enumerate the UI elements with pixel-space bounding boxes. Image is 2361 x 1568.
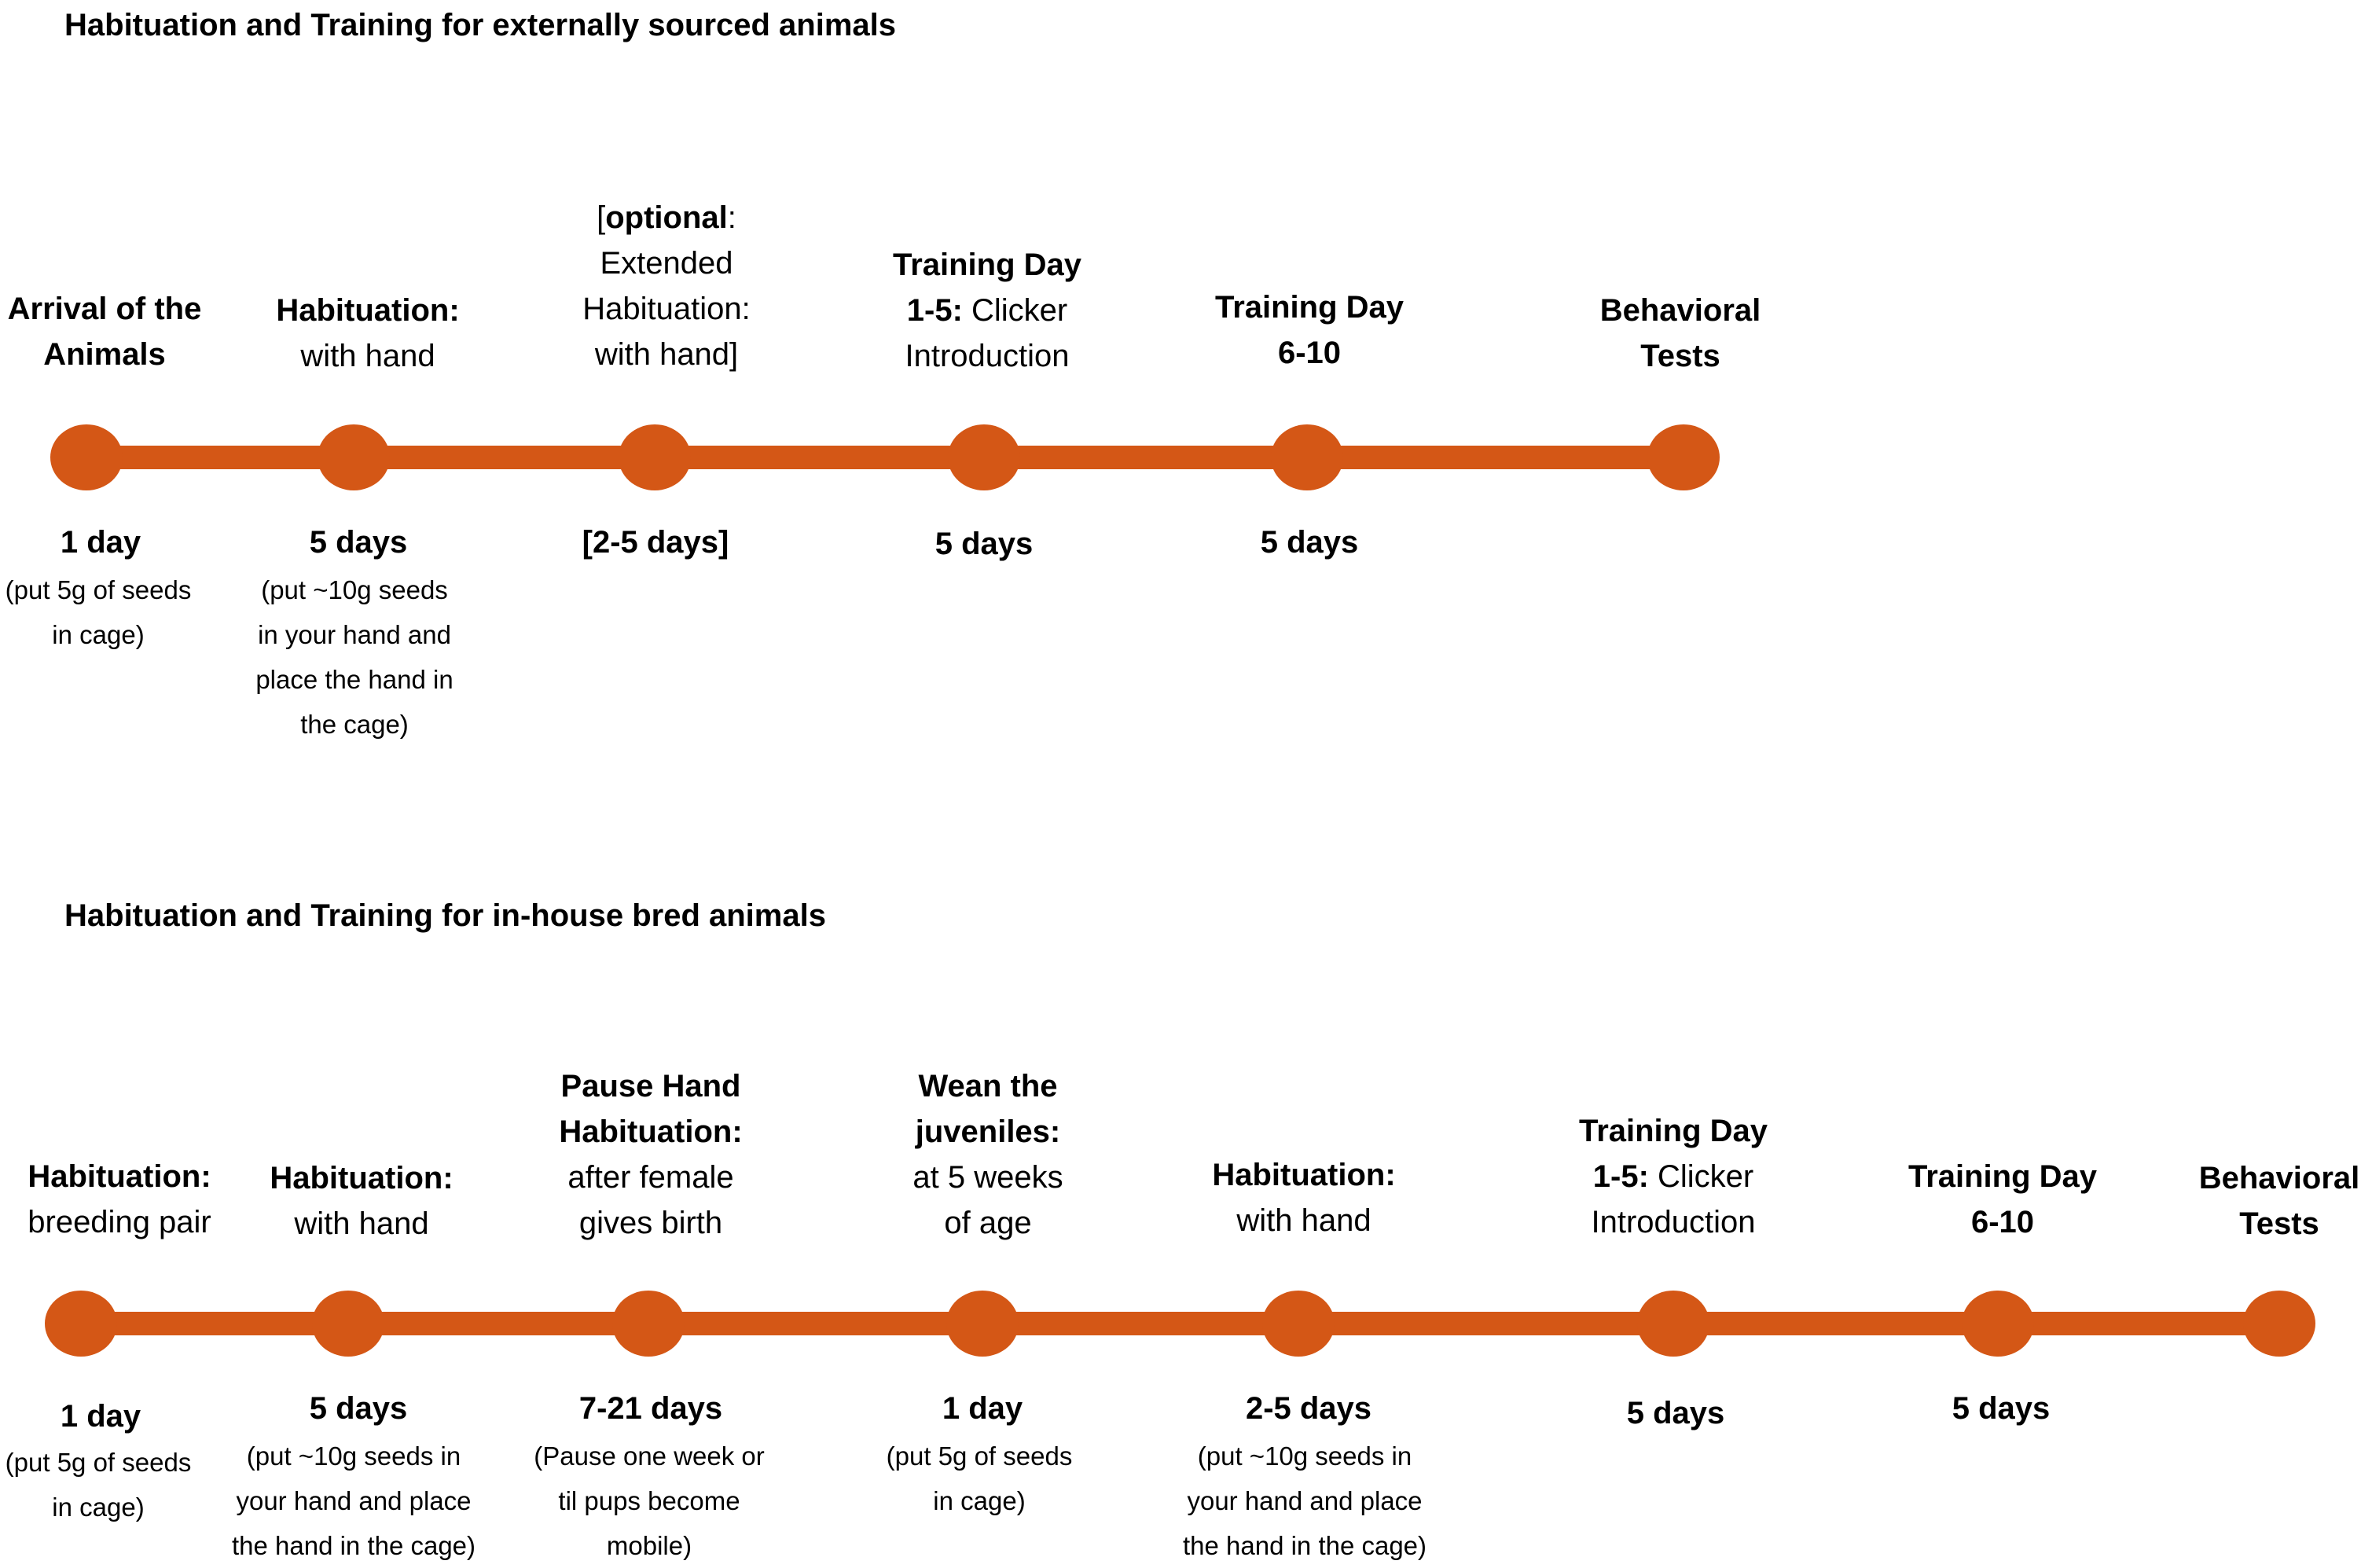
t2-step1-label: Habituation: breeding pair [28,1159,211,1239]
t1-step6-label: Behavioral Tests [1599,293,1761,373]
t1-step2-label: Habituation: with hand [276,293,460,373]
t2-step2-label: Habituation: with hand [270,1161,453,1241]
timeline1-node-optional [619,424,691,490]
timeline2-node-behavioral-tests [2243,1291,2315,1357]
t2-step3-duration: 7-21 days [578,1391,723,1426]
t1-step1-label: Arrival of the Animals [7,292,202,372]
t1-step2-duration: 5 days [309,525,408,560]
timeline1-node-behavioral-tests [1647,424,1720,490]
t2-step5-duration: 2-5 days [1245,1391,1372,1426]
t2-step4-duration: 1 day [942,1391,1023,1426]
t2-step1-duration: 1 day [60,1399,141,1434]
timeline2-node-wean [946,1291,1019,1357]
timeline2-node-habituation-hand-2 [1262,1291,1335,1357]
t2-step3-label: Pause Hand Habituation: after female giv… [559,1069,743,1240]
timeline1-node-arrival [50,424,123,490]
t1-step4-label: Training Day 1-5: Clicker Introduction [892,248,1082,373]
t2-step3-note: (Pause one week or til pups become mobil… [534,1441,765,1560]
timeline1-node-training-1-5 [948,424,1020,490]
timeline1-node-habituation [318,424,390,490]
timeline1-heading: Habituation and Training for externally … [64,8,897,42]
t1-step3-label: [optional: Extended Habituation: with ha… [582,200,751,372]
t2-step8-label: Behavioral Tests [2198,1161,2360,1241]
t1-step5-duration: 5 days [1260,525,1359,560]
timeline1-node-training-6-10 [1271,424,1343,490]
t2-step7-label: Training Day 6-10 [1908,1159,2098,1239]
t1-step1-note: (put 5g of seeds in cage) [5,575,192,649]
t2-step4-note: (put 5g of seeds in cage) [886,1441,1073,1515]
t1-step4-duration: 5 days [934,527,1034,561]
t2-step1-note: (put 5g of seeds in cage) [5,1448,192,1522]
t2-step5-label: Habituation: with hand [1212,1158,1396,1238]
t2-step6-label: Training Day 1-5: Clicker Introduction [1578,1114,1768,1239]
timeline2-node-training-6-10 [1962,1291,2034,1357]
t1-step3-duration: [2-5 days] [582,525,729,560]
t2-step2-duration: 5 days [309,1391,408,1426]
t2-step2-note: (put ~10g seeds in your hand and place t… [231,1441,476,1560]
timeline2-node-training-1-5 [1637,1291,1709,1357]
timeline2-node-pause [612,1291,685,1357]
t1-step5-label: Training Day 6-10 [1214,290,1404,370]
t1-step2-note: (put ~10g seeds in your hand and place t… [255,575,453,739]
t1-step1-duration: 1 day [60,525,141,560]
timeline2-node-breeding-pair [45,1291,117,1357]
t2-step6-duration: 5 days [1626,1396,1725,1430]
timeline2-heading: Habituation and Training for in-house br… [64,898,826,933]
timeline2-node-habituation-hand [312,1291,384,1357]
t2-step4-label: Wean the juveniles: at 5 weeks of age [912,1069,1063,1240]
t2-step7-duration: 5 days [1952,1391,2051,1426]
t2-step5-note: (put ~10g seeds in your hand and place t… [1182,1441,1427,1560]
